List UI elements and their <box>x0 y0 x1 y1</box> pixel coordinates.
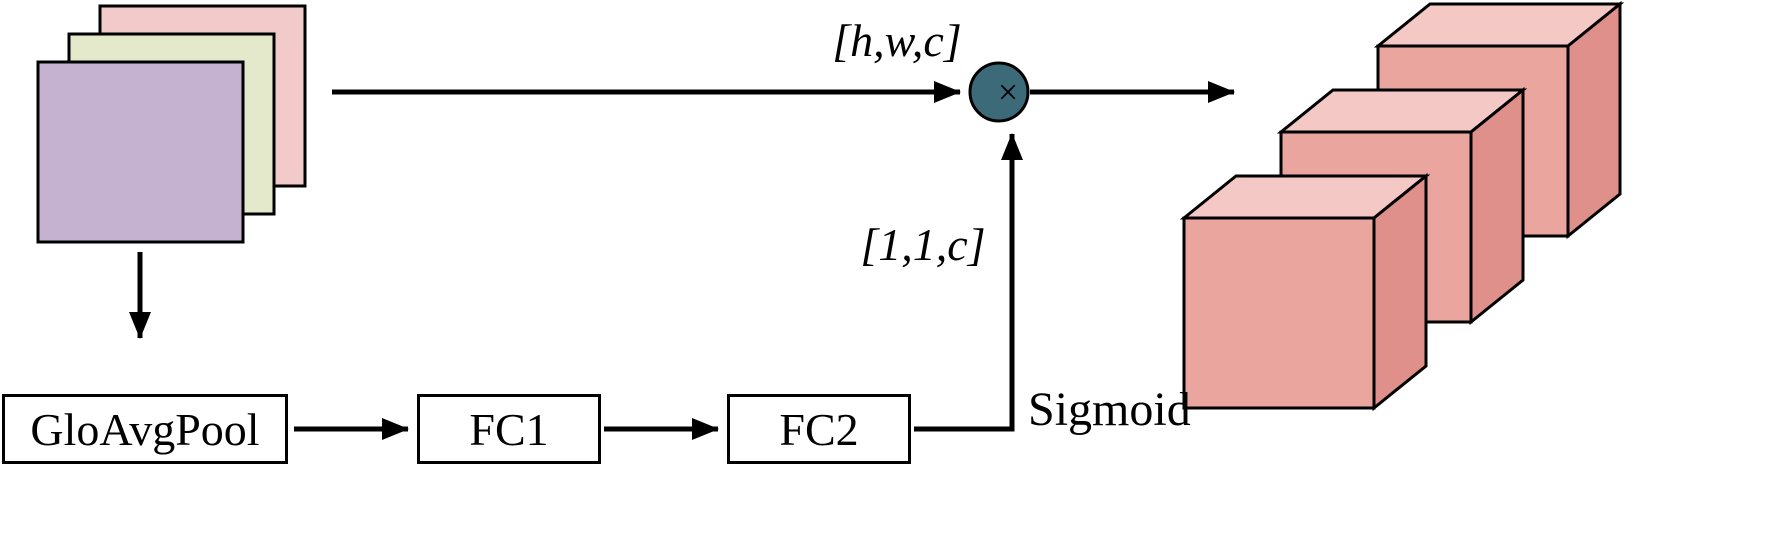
shape-label-11c: [1,1,c] <box>860 219 986 270</box>
fc1-box: FC1 <box>417 394 601 464</box>
cube-middle-side-face <box>1469 86 1525 326</box>
gloavgpool-label: GloAvgPool <box>30 403 260 455</box>
shape-label-hwc: [h,w,c] <box>832 15 962 66</box>
gloavgpool-box: GloAvgPool <box>2 394 288 464</box>
arrow-fc2-to-multiply <box>914 133 1023 432</box>
cube-front-front-face <box>1182 216 1376 410</box>
fc1-label: FC1 <box>469 403 549 455</box>
cube-front-side-face <box>1372 172 1428 412</box>
cube-back-side-face <box>1566 0 1622 240</box>
feature-map-front <box>36 60 245 244</box>
fc2-box: FC2 <box>727 394 911 464</box>
multiply-icon: × <box>997 72 1019 112</box>
sigmoid-label: Sigmoid <box>1028 383 1191 436</box>
fc2-label: FC2 <box>779 403 859 455</box>
multiply-node-circle <box>968 61 1030 123</box>
